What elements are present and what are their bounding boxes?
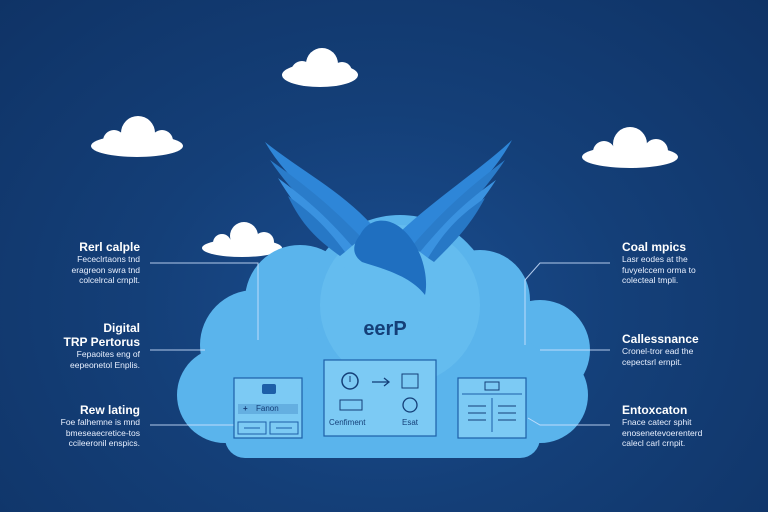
sky-cloud-top <box>282 48 358 87</box>
left-label-2-line-1: Fepaoites eng of <box>76 349 140 359</box>
left-label-3-line-2: bmeseaecretice-tos <box>65 427 140 438</box>
right-label-1-line-3: colecteal tmpli. <box>622 275 679 285</box>
left-label-2: Digital TRP Pertorus Fepaoites eng of ee… <box>30 321 140 370</box>
right-label-1-line-2: fuvyelccem orma to <box>622 264 696 275</box>
center-panel-left-caption: Cenfiment <box>329 418 366 427</box>
left-panel-button-label: Fanon <box>256 404 279 413</box>
center-panel-right-caption: Esat <box>402 418 419 427</box>
left-label-3: Rew lating Foe falhemne is mnd bmeseaecr… <box>30 403 140 449</box>
left-label-1: Rerl calple Fececlrtaons tnd eragreon sw… <box>30 240 140 286</box>
left-label-3-line-3: ccileeronil enspics. <box>68 438 140 448</box>
plus-icon: + <box>243 404 248 413</box>
right-label-3-title: Entoxcaton <box>622 403 688 417</box>
right-label-2-title: Callessnance <box>622 332 699 346</box>
left-label-1-line-2: eragreon swra tnd <box>71 264 140 275</box>
cloud-title: eerP <box>363 318 407 340</box>
left-label-1-line-1: Fececlrtaons tnd <box>77 254 140 264</box>
left-panel <box>233 377 303 439</box>
right-label-3-line-3: calecl carl crnpit. <box>622 438 686 448</box>
connector-lines <box>150 262 610 426</box>
left-label-1-line-3: colcelrcal crnplt. <box>79 275 140 285</box>
right-panel <box>457 377 527 439</box>
right-label-2-line-1: Cronel-tror ead the <box>622 346 694 356</box>
sky-cloud-left <box>91 116 183 157</box>
right-label-3: Entoxcaton Fnace catecr sphit enosenetev… <box>622 403 742 449</box>
right-label-1-title: Coal mpics <box>622 240 687 254</box>
right-label-2-line-2: cepectsrl ernpit. <box>622 356 682 367</box>
right-label-2: Callessnance Cronel-tror ead the cepects… <box>622 332 742 367</box>
right-label-3-line-1: Fnace catecr sphit <box>622 417 692 427</box>
bird-icon <box>265 140 512 295</box>
right-label-1-line-1: Lasr eodes at the <box>622 254 688 264</box>
left-label-2-title: Digital TRP Pertorus <box>63 321 140 349</box>
left-label-2-line-2: eepeonetol Enplis. <box>70 359 140 370</box>
right-label-3-line-2: enosenetevoerenterd <box>622 427 703 438</box>
left-label-3-title: Rew lating <box>79 403 140 417</box>
sky-cloud-mid <box>202 222 282 257</box>
left-label-3-line-1: Foe falhemne is mnd <box>60 417 140 427</box>
sky-cloud-right <box>582 127 678 168</box>
left-label-1-title: Rerl calple <box>79 240 140 254</box>
center-panel <box>323 359 437 437</box>
right-label-1: Coal mpics Lasr eodes at the fuvyelccem … <box>622 240 742 286</box>
